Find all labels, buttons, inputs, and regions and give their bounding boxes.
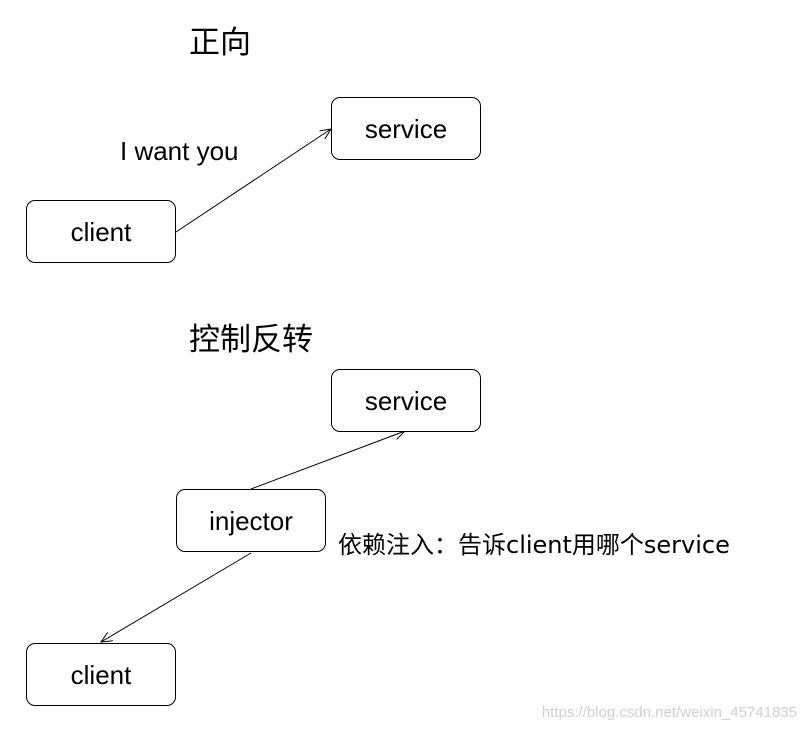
ioc-client-node: client bbox=[26, 643, 176, 706]
ioc-service-label: service bbox=[364, 385, 448, 416]
edge-injector-to-service bbox=[250, 431, 405, 490]
forward-client-label: client bbox=[70, 216, 132, 247]
edge-injector-to-client bbox=[101, 552, 252, 642]
watermark-text: https://blog.csdn.net/weixin_45741835 bbox=[541, 704, 797, 721]
forward-service-node: service bbox=[331, 97, 481, 160]
ioc-client-label: client bbox=[70, 659, 132, 690]
forward-client-node: client bbox=[26, 200, 176, 263]
ioc-service-node: service bbox=[331, 369, 481, 432]
ioc-title: 控制反转 bbox=[189, 322, 313, 358]
forward-service-label: service bbox=[364, 113, 448, 144]
ioc-note: 依赖注入：告诉client用哪个service bbox=[338, 531, 730, 559]
forward-title: 正向 bbox=[189, 25, 251, 61]
ioc-injector-node: injector bbox=[176, 489, 326, 552]
forward-edge-label: I want you bbox=[120, 136, 239, 166]
ioc-injector-label: injector bbox=[209, 505, 293, 536]
edge-client-to-service bbox=[175, 129, 331, 233]
